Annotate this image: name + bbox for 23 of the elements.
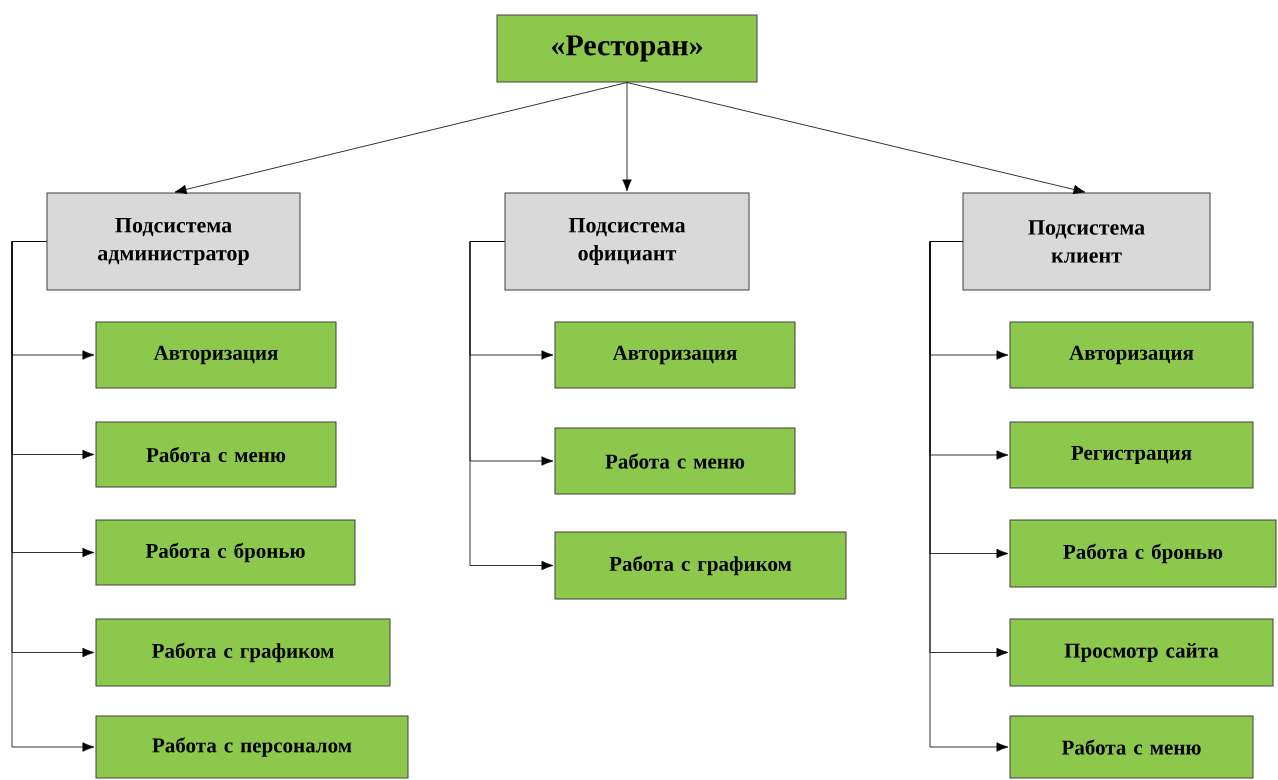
function-box: Просмотр сайта: [1009, 618, 1274, 687]
function-box: Работа с меню: [95, 421, 337, 488]
function-box: Авторизация: [1009, 321, 1254, 389]
function-box: Авторизация: [554, 321, 796, 389]
function-box: Работа с меню: [554, 427, 796, 495]
arrow: [11, 241, 95, 752]
function-box: Работа с графиком: [95, 618, 391, 687]
function-box: Работа с графиком: [554, 531, 847, 600]
function-box: Работа с персоналом: [95, 715, 409, 779]
function-box: «Ресторан»: [496, 14, 758, 83]
function-box: Авторизация: [95, 321, 337, 389]
function-box: Регистрация: [1009, 421, 1254, 489]
function-box: Работа с меню: [1009, 715, 1254, 779]
subsystem-box: Подсистема клиент: [962, 192, 1211, 291]
arrow: [622, 82, 632, 192]
arrow: [469, 241, 554, 571]
arrow: [174, 82, 628, 195]
function-box: Работа с бронью: [95, 519, 356, 586]
subsystem-box: Подсистема официант: [504, 192, 750, 291]
arrow: [626, 82, 1086, 195]
function-box: Работа с бронью: [1009, 519, 1277, 588]
subsystem-box: Подсистема администратор: [46, 192, 301, 291]
arrow: [929, 241, 1009, 752]
